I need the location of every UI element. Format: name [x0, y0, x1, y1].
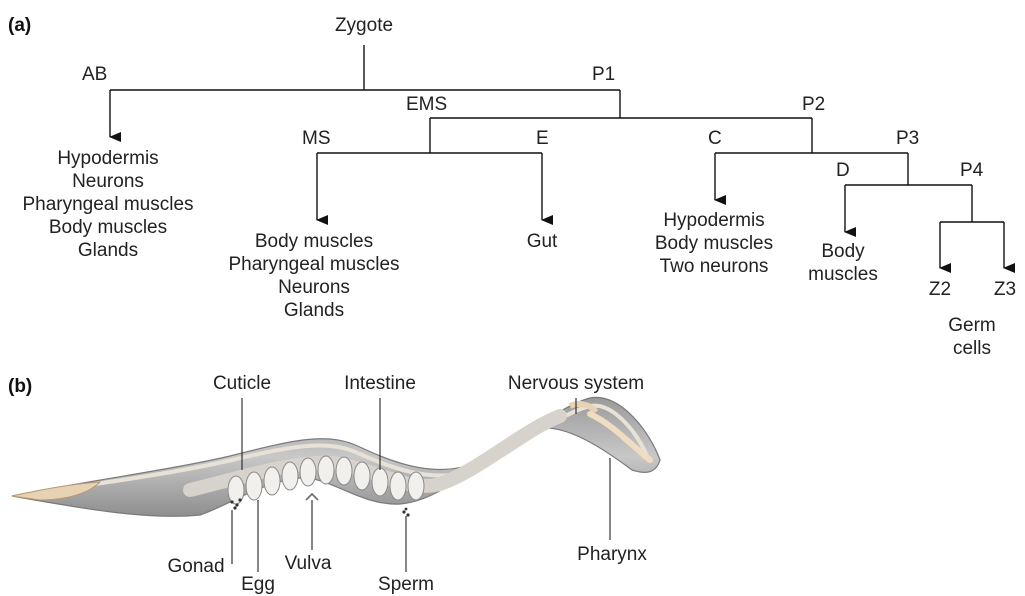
fate-germ: Germ cells — [948, 315, 996, 359]
node-c: C — [708, 128, 722, 149]
node-e: E — [536, 128, 549, 149]
fate-d: Body muscles — [808, 241, 878, 285]
fate-d-1: Body — [821, 241, 865, 262]
fate-c-2: Body muscles — [655, 233, 773, 254]
label-egg: Egg — [241, 574, 275, 595]
fate-c-1: Hypodermis — [663, 210, 764, 231]
fate-ab-3: Pharyngeal muscles — [22, 194, 193, 215]
sperm-dots — [402, 508, 409, 517]
label-intestine: Intestine — [344, 373, 416, 394]
label-pharynx: Pharynx — [577, 544, 647, 565]
node-z3: Z3 — [994, 279, 1016, 300]
fate-ms: Body muscles Pharyngeal muscles Neurons … — [228, 231, 399, 321]
fate-d-2: muscles — [808, 264, 878, 285]
node-d: D — [836, 160, 850, 181]
fate-c-3: Two neurons — [660, 256, 769, 277]
fate-e-1: Gut — [527, 231, 558, 252]
node-z2: Z2 — [929, 279, 951, 300]
label-vulva: Vulva — [285, 553, 332, 574]
fate-e: Gut — [527, 231, 558, 252]
fate-ab-4: Body muscles — [49, 217, 167, 238]
node-ems: EMS — [406, 94, 447, 115]
node-p3: P3 — [896, 128, 919, 149]
fate-ms-1: Body muscles — [255, 231, 373, 252]
fate-ab-2: Neurons — [72, 171, 144, 192]
fate-germ-1: Germ — [948, 315, 996, 336]
node-ab: AB — [82, 64, 107, 85]
node-zygote: Zygote — [335, 15, 393, 36]
node-p2: P2 — [802, 94, 825, 115]
node-p1: P1 — [592, 64, 615, 85]
panel-b-label: (b) — [8, 376, 32, 397]
label-gonad: Gonad — [167, 556, 224, 577]
vulva — [306, 494, 318, 500]
label-sperm: Sperm — [378, 574, 434, 595]
fate-ms-3: Neurons — [278, 277, 350, 298]
fate-ab-5: Glands — [78, 240, 138, 261]
node-p4: P4 — [960, 160, 984, 181]
label-nervous-system: Nervous system — [508, 373, 644, 394]
node-ms: MS — [302, 128, 331, 149]
fate-ab-1: Hypodermis — [57, 148, 158, 169]
fate-c: Hypodermis Body muscles Two neurons — [655, 210, 773, 277]
worm-illustration — [12, 397, 660, 516]
fate-ab: Hypodermis Neurons Pharyngeal muscles Bo… — [22, 148, 193, 261]
panel-a-label: (a) — [8, 15, 31, 36]
fate-germ-2: cells — [953, 338, 991, 359]
label-cuticle: Cuticle — [213, 373, 271, 394]
node-labels: Zygote AB P1 EMS P2 MS E C P3 D P4 Z2 Z3 — [82, 15, 1016, 300]
fate-ms-4: Glands — [284, 300, 344, 321]
fate-ms-2: Pharyngeal muscles — [228, 254, 399, 275]
